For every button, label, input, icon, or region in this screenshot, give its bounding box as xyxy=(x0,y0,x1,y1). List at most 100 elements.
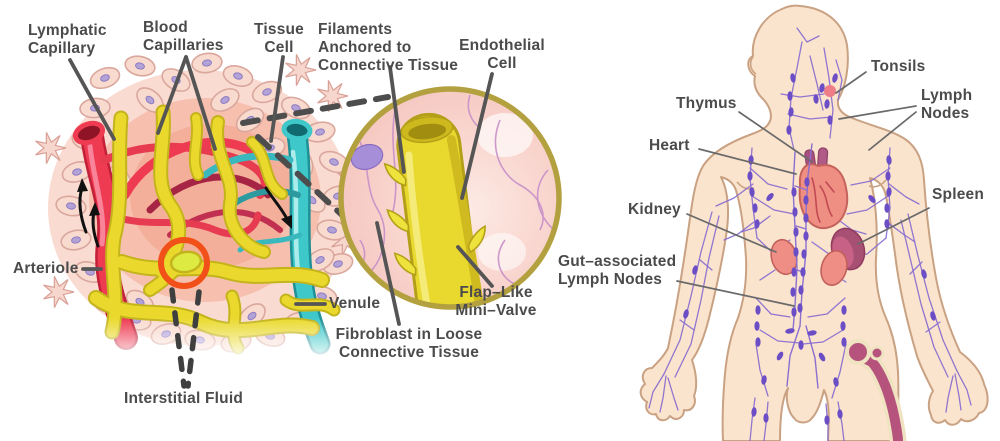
lymph-node xyxy=(841,337,847,347)
lymphatic-vessel xyxy=(106,112,127,338)
lymph-vessel xyxy=(825,403,829,441)
lymph-node xyxy=(752,203,758,213)
lymphatic-vessel xyxy=(190,114,202,179)
lymph-node xyxy=(837,409,843,419)
lymph-node xyxy=(793,247,799,257)
lymph-node xyxy=(798,340,804,350)
lymph-node xyxy=(804,177,810,187)
lymph-node xyxy=(761,375,767,385)
lymph-node xyxy=(755,305,761,315)
lymph-node xyxy=(793,227,799,237)
lymph-node xyxy=(776,351,784,361)
lymph-node xyxy=(884,203,890,213)
central-lymph-chain xyxy=(683,73,936,425)
lymph-node xyxy=(683,309,689,319)
lymph-node xyxy=(747,171,753,181)
lymph-vessel xyxy=(763,401,769,441)
lymph-vessel xyxy=(648,373,665,409)
lymph-vessel xyxy=(759,329,801,344)
lymph-vessel xyxy=(674,215,720,378)
orange-highlight-circle xyxy=(158,237,210,289)
lymph-vessel xyxy=(679,319,695,331)
lymph-vessel xyxy=(888,183,920,205)
label-lymph-nodes: Lymph Nodes xyxy=(921,87,973,122)
lymph-vessel xyxy=(786,325,801,387)
label-heart: Heart xyxy=(649,137,690,154)
lymph-node xyxy=(840,321,846,331)
femur-bone xyxy=(845,339,907,441)
lymphatic-capillary-network xyxy=(88,104,341,355)
lymph-node xyxy=(751,407,757,417)
tissue-cell xyxy=(251,80,283,104)
lymph-node xyxy=(754,321,760,331)
leader-lines-right xyxy=(676,71,930,307)
lymph-node xyxy=(798,285,804,295)
lymph-node xyxy=(790,287,796,297)
lymphatic-vessel xyxy=(212,117,269,257)
label-filaments: Filaments Anchored to Connective Tissue xyxy=(318,21,459,74)
lymph-node xyxy=(755,337,761,347)
tissue-cell xyxy=(305,248,335,272)
lymph-node xyxy=(886,155,892,165)
lymph-node xyxy=(766,192,774,202)
label-arteriole: Arteriole xyxy=(13,260,79,277)
connective-tissue-cell xyxy=(285,54,317,86)
kidney-organs xyxy=(770,238,848,286)
lymphatic-vessel xyxy=(116,256,328,286)
lymph-node xyxy=(832,73,838,83)
lymph-node xyxy=(754,219,760,229)
tissue-cell xyxy=(136,87,164,113)
label-fibroblast: Fibroblast in Loose Connective Tissue xyxy=(335,326,483,361)
lymph-vessel xyxy=(835,59,843,101)
lymph-node xyxy=(791,187,797,197)
lymph-vessel xyxy=(749,167,788,190)
lymph-node xyxy=(921,269,927,279)
lymph-vessel xyxy=(805,325,819,389)
connective-tissue-cell xyxy=(35,132,67,164)
lymph-node xyxy=(692,265,698,275)
lymph-node xyxy=(797,303,803,313)
lymph-vessel xyxy=(954,373,962,411)
lymph-node xyxy=(803,213,809,223)
lymph-vessel xyxy=(907,213,958,372)
lymph-vessel xyxy=(956,370,972,406)
lymph-vessel xyxy=(945,375,954,413)
magnifier-inset xyxy=(338,86,562,310)
lymph-vessel xyxy=(667,377,679,411)
connective-tissue-cell xyxy=(43,276,75,308)
interstitial-dashed-arrows xyxy=(169,287,202,389)
label-endothelial-cell: Endothelial Cell xyxy=(459,37,545,72)
lymph-vessel xyxy=(831,343,847,399)
capillary-bed-illustration xyxy=(35,52,391,389)
lymph-vessel xyxy=(755,343,769,397)
lymph-node xyxy=(818,352,826,362)
label-flap-valve: Flap–Like Mini–Valve xyxy=(455,284,537,319)
lymph-node xyxy=(930,311,936,321)
label-interstitial-fluid: Interstitial Fluid xyxy=(124,390,243,407)
human-body-illustration xyxy=(639,4,989,441)
lymph-vessel xyxy=(723,221,755,241)
lymph-node xyxy=(749,187,755,197)
label-spleen: Spleen xyxy=(932,186,985,203)
lymph-vessel xyxy=(659,375,667,413)
lymph-node xyxy=(803,231,809,241)
mini-valve-flaps xyxy=(383,162,486,277)
lymph-vessel xyxy=(755,297,791,318)
lymph-node xyxy=(819,83,825,93)
lymph-node xyxy=(833,377,839,387)
lymph-node xyxy=(803,195,809,205)
lymph-vessel xyxy=(663,211,713,375)
lymph-vessel xyxy=(796,27,820,43)
lymph-node xyxy=(884,219,890,229)
lymph-vessel xyxy=(794,185,808,191)
lymph-node xyxy=(787,91,793,101)
label-gut-lymph-nodes: Gut–associated Lymph Nodes xyxy=(558,253,677,288)
lymphatic-blind-end xyxy=(169,250,203,274)
lymph-vessel xyxy=(795,225,807,230)
lymph-vessel xyxy=(759,269,776,281)
lymph-node xyxy=(786,125,792,135)
lymph-vessel xyxy=(846,195,889,215)
lymph-node xyxy=(807,330,817,336)
